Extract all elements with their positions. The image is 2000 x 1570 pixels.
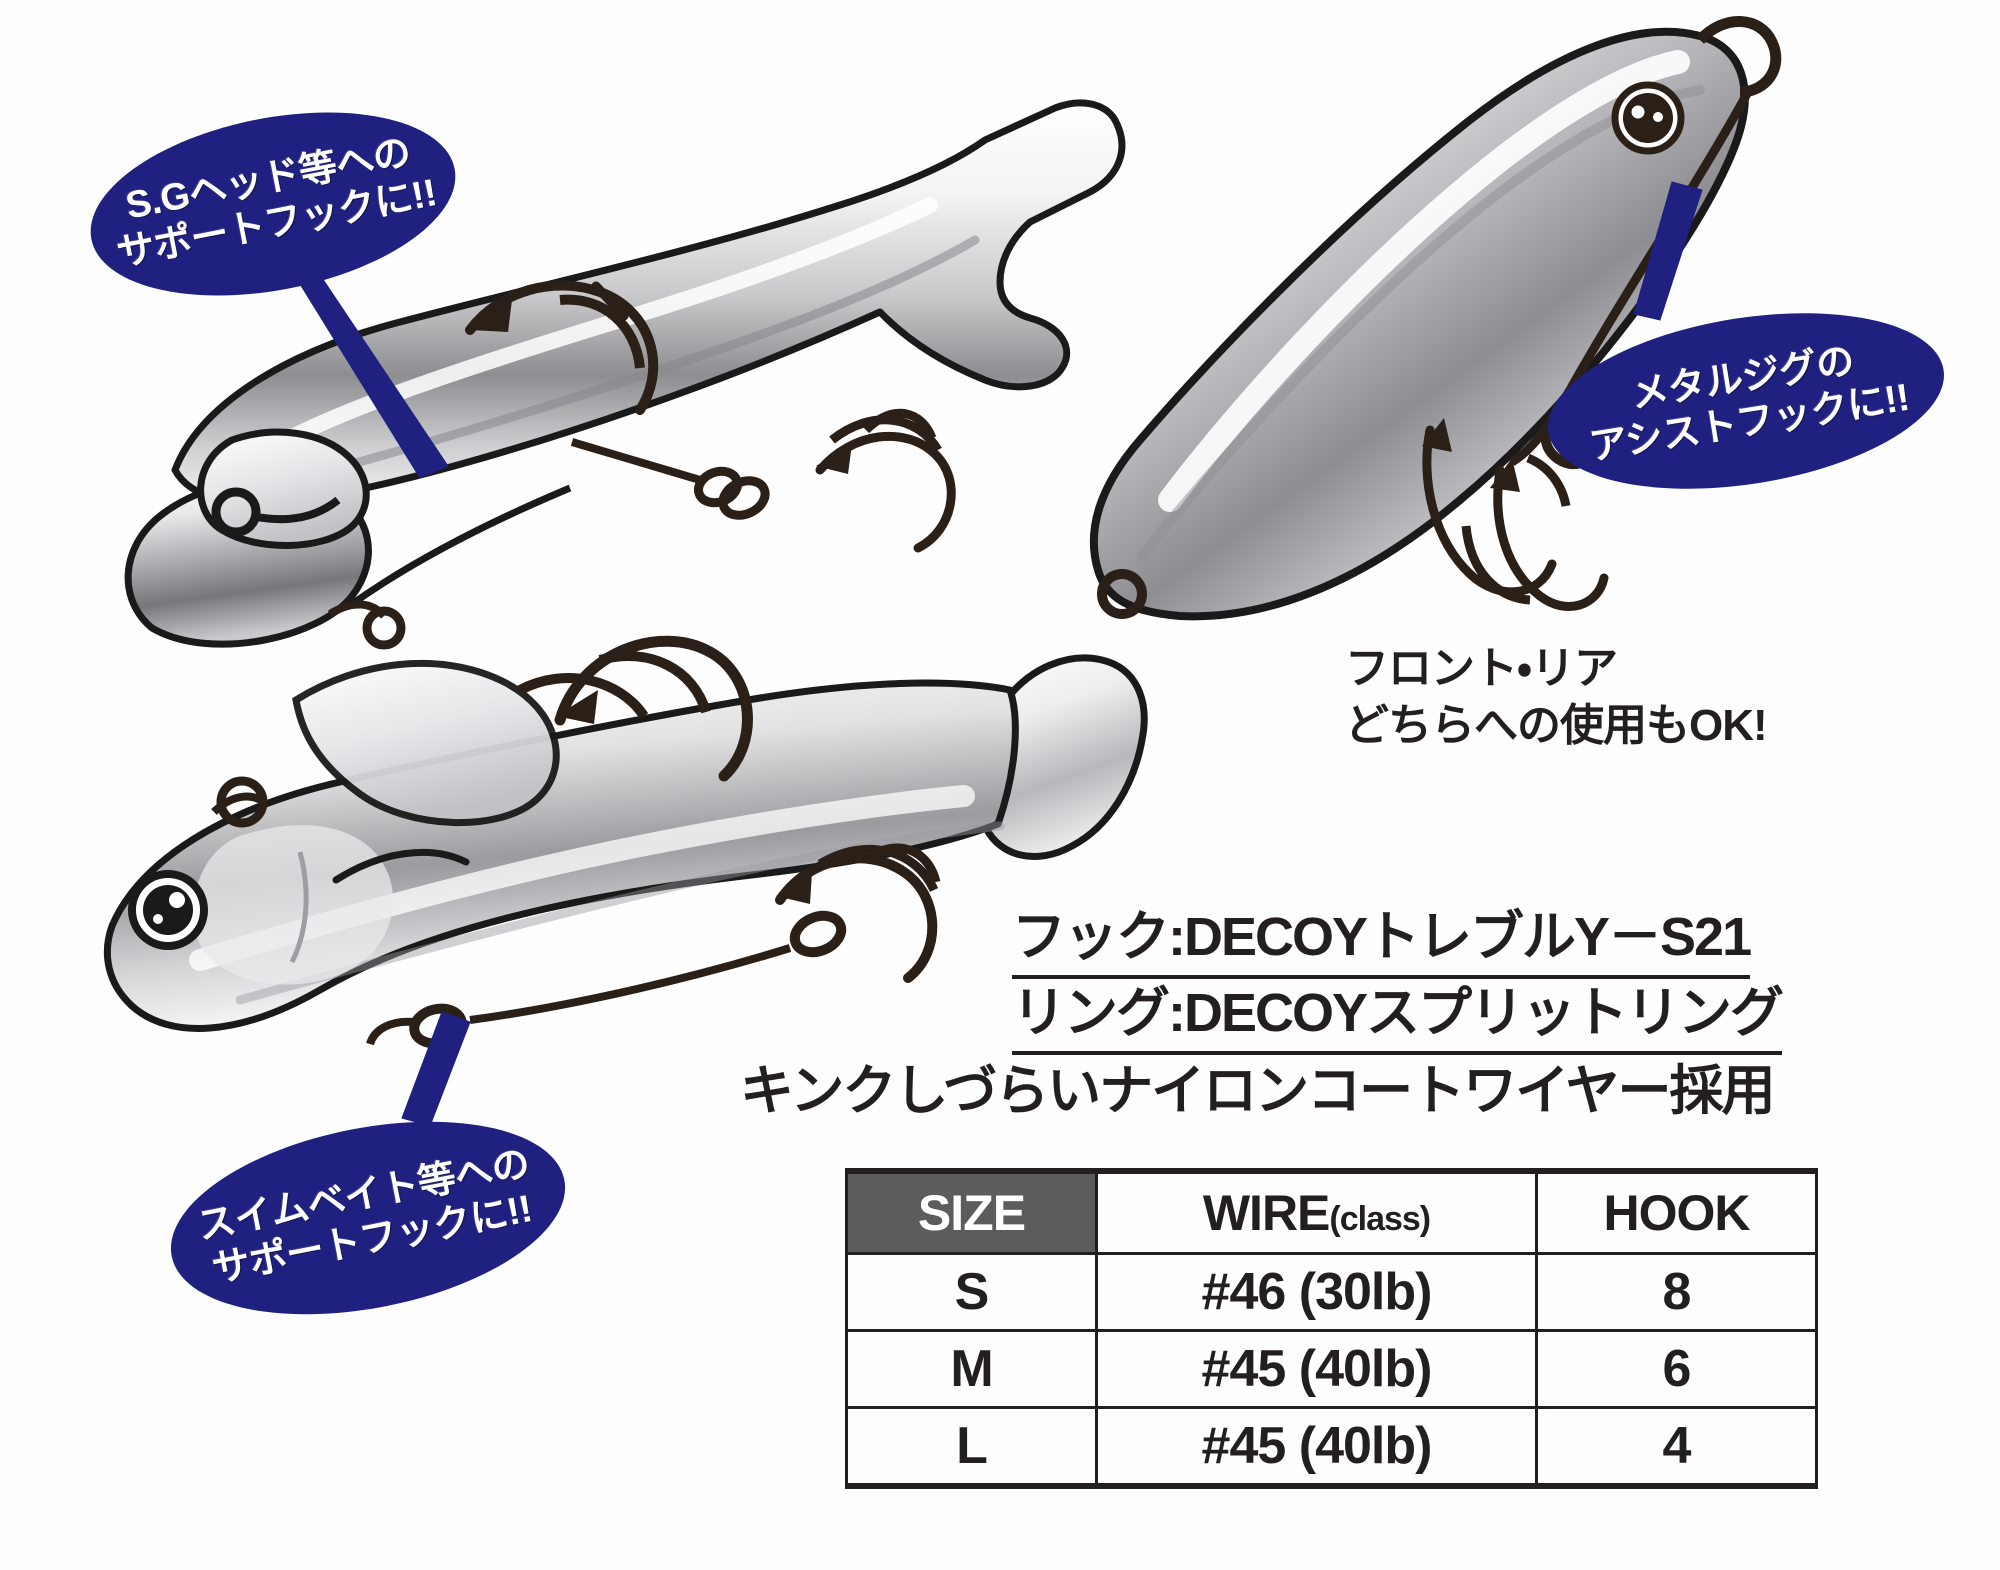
cell-wire-class: (40lb) [1298,1340,1433,1398]
cell-wire-gauge: #45 [1201,1417,1287,1475]
spec-ring-line: リング:DECOYスプリットリング [1012,968,1784,1055]
header-size: SIZE [845,1168,1098,1255]
front-rear-line2: どちらへの使用もOK! [1345,701,1768,751]
table-body: S #46 (30lb) 8 M #45 (40lb) 6 L #45 (40l… [845,1252,1818,1489]
cell-wire: #45 (40lb) [1095,1406,1538,1489]
cell-wire: #45 (40lb) [1095,1329,1538,1409]
spec-wire-line: キンクしづらいナイロンコートワイヤー採用 [740,1061,1776,1121]
cell-size: M [845,1329,1098,1409]
cell-wire-class: (40lb) [1298,1417,1433,1475]
header-wire-main: WIRE [1202,1185,1331,1241]
cell-wire-gauge: #45 [1201,1340,1287,1398]
cell-hook: 6 [1535,1329,1818,1409]
spec-hook-line: フック:DECOYトレブルY－S21 [1012,892,1752,979]
badge-metal-jig: メタルジグの アシストフックに!! [1535,287,1957,515]
cell-hook: 8 [1535,1252,1818,1332]
header-hook: HOOK [1535,1168,1818,1255]
illustration-metal-jig [1089,16,1782,621]
header-wire: WIRE(class) [1095,1168,1538,1255]
front-rear-note: フロント・リア どちらへの使用もOK! [1345,640,1768,754]
table-header-row: SIZE WIRE(class) HOOK [845,1168,1818,1255]
front-rear-line1: フロント・リア [1345,644,1618,693]
cell-size: L [845,1406,1098,1489]
table-row: L #45 (40lb) 4 [845,1406,1818,1489]
badge-swimbait: スイムベイト等への サポートフックに!! [154,1091,582,1345]
header-wire-class: (class) [1329,1200,1431,1238]
illustration-swimbait [103,635,1148,1049]
cell-size: S [845,1252,1098,1332]
cell-wire-gauge: #46 [1201,1263,1287,1321]
badge-sg-head: S.Gヘッド等への サポートフックに!! [74,84,472,324]
cell-wire-class: (30lb) [1298,1263,1433,1321]
table-row: M #45 (40lb) 6 [845,1329,1818,1409]
size-spec-table: SIZE WIRE(class) HOOK S #46 (30lb) 8 M #… [845,1168,1818,1489]
cell-hook: 4 [1535,1406,1818,1489]
table-row: S #46 (30lb) 8 [845,1252,1818,1332]
cell-wire: #46 (30lb) [1095,1252,1538,1332]
